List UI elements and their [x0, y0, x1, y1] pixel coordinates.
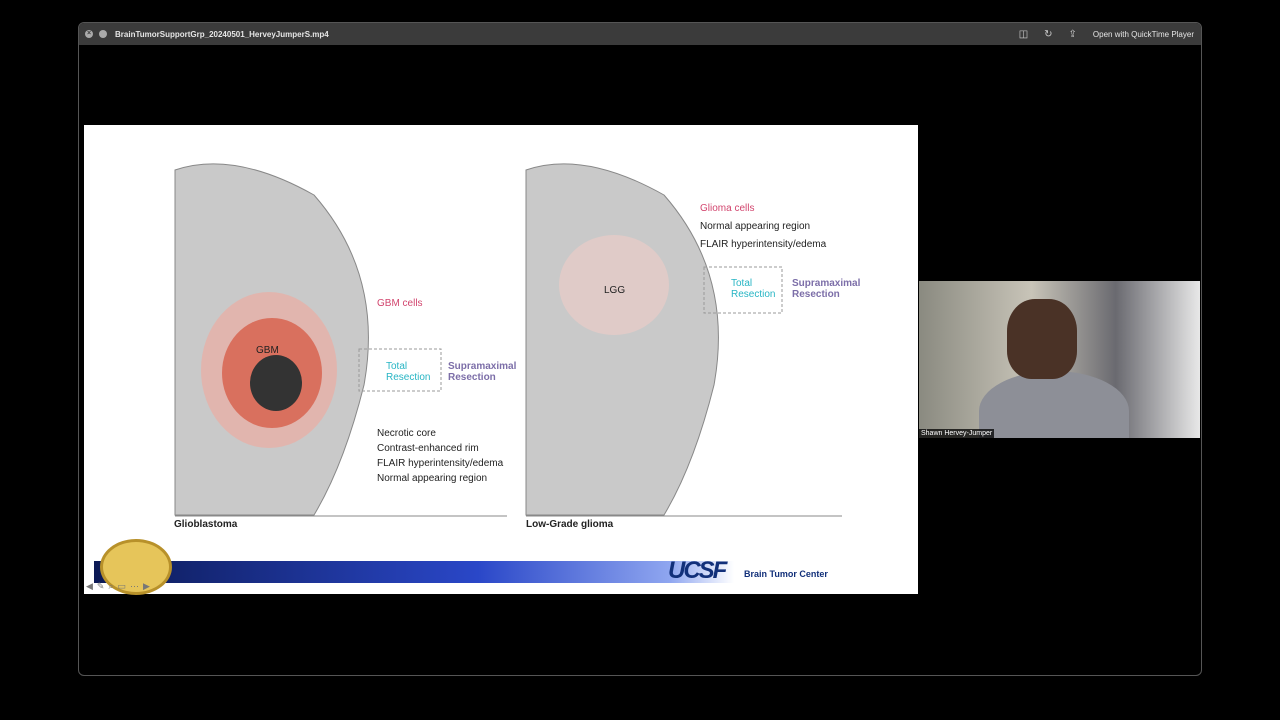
- neurological-ucsf-seal: [100, 539, 172, 595]
- ucsf-logo: UCSF: [668, 557, 727, 584]
- slide-controls: ◀ ✎ ⌕ ▭ ⋯ ▶: [86, 581, 150, 592]
- label-necrotic-core: Necrotic core: [377, 428, 436, 439]
- previous-icon[interactable]: ◀: [86, 581, 93, 591]
- label-gbm-cells: GBM cells: [377, 298, 423, 309]
- brain-tumor-center-label: Brain Tumor Center: [744, 569, 828, 579]
- participant-body: [979, 371, 1129, 438]
- label-normal-region-lgg: Normal appearing region: [700, 221, 811, 232]
- label-total-resection-lgg: Total Resection: [731, 278, 776, 300]
- label-gbm: GBM: [256, 345, 279, 356]
- trim-icon[interactable]: ◫: [1018, 28, 1029, 40]
- next-icon[interactable]: ▶: [143, 581, 150, 591]
- close-icon[interactable]: ×: [85, 30, 93, 38]
- label-glioma-cells: Glioma cells: [700, 203, 755, 214]
- zoom-icon[interactable]: ⌕: [108, 581, 114, 591]
- brain-illustrations: [174, 163, 842, 517]
- footer-bar: [94, 561, 734, 583]
- title-bar: × BrainTumorSupportGrp_20240501_HerveyJu…: [79, 23, 1201, 45]
- label-contrast-rim: Contrast-enhanced rim: [377, 443, 479, 454]
- label-supramaximal-resection: Supramaximal Resection: [448, 361, 517, 383]
- participant-video: Shawn Hervey-Jumper: [919, 281, 1200, 438]
- lgg-brain-image: [525, 163, 719, 516]
- label-lgg: LGG: [604, 285, 626, 296]
- quicklook-window: × BrainTumorSupportGrp_20240501_HerveyJu…: [78, 22, 1202, 676]
- gbm-necrotic-core: [250, 355, 302, 411]
- label-normal-region: Normal appearing region: [377, 473, 488, 484]
- captions-icon[interactable]: ▭: [117, 581, 127, 591]
- label-total-resection: Total Resection: [386, 361, 431, 383]
- label-supramaximal-resection-lgg: Supramaximal Resection: [792, 278, 861, 300]
- pen-icon[interactable]: ✎: [96, 581, 105, 591]
- fullscreen-icon[interactable]: [99, 30, 107, 38]
- rotate-icon[interactable]: ↻: [1044, 28, 1053, 40]
- window-title: BrainTumorSupportGrp_20240501_HerveyJump…: [115, 29, 329, 39]
- presentation-slide: GBM cells GBM Total Resection Supramaxim…: [84, 125, 918, 595]
- share-icon[interactable]: ⇪: [1068, 28, 1077, 40]
- caption-glioblastoma: Glioblastoma: [174, 519, 238, 530]
- open-with-quicktime-button[interactable]: Open with QuickTime Player: [1092, 29, 1194, 39]
- label-flair: FLAIR hyperintensity/edema: [377, 458, 504, 469]
- label-flair-lgg: FLAIR hyperintensity/edema: [700, 239, 827, 250]
- caption-lgg: Low-Grade glioma: [526, 519, 614, 530]
- participant-head: [1007, 299, 1077, 379]
- lgg-tumor: [559, 235, 669, 335]
- participant-name: Shawn Hervey-Jumper: [919, 429, 995, 438]
- more-icon[interactable]: ⋯: [130, 581, 140, 591]
